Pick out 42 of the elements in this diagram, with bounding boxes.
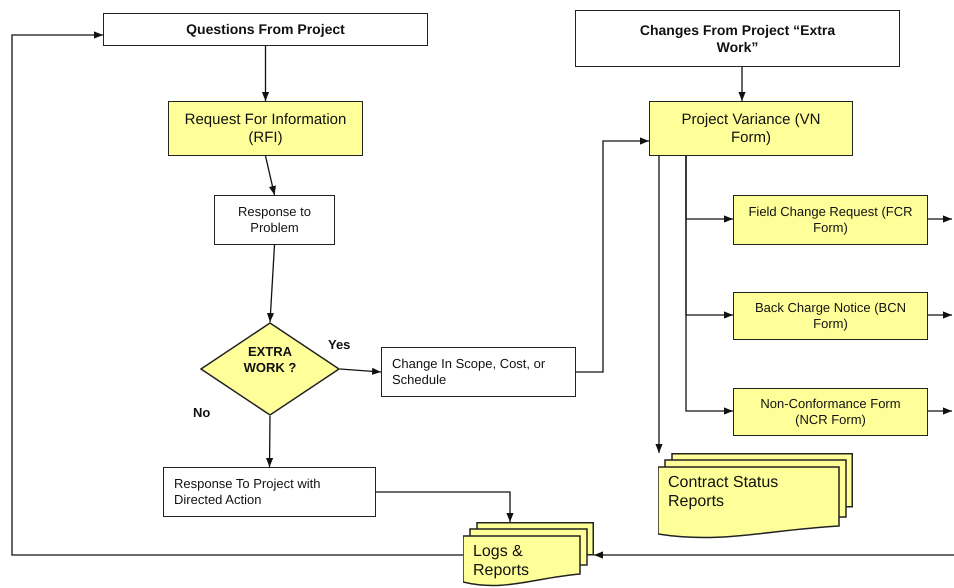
- process-box: [733, 388, 928, 436]
- text-box: [575, 10, 900, 67]
- arrow: [375, 491, 514, 522]
- arrow: [738, 67, 746, 101]
- text-box: [214, 195, 335, 245]
- arrow: [594, 551, 954, 559]
- box-text: Request For Information (RFI): [184, 110, 348, 146]
- edge-label: No: [191, 405, 212, 420]
- box-text: Response to Problem: [237, 204, 312, 236]
- box-text: Response To Project with Directed Action: [174, 476, 322, 508]
- text-box: [381, 347, 576, 397]
- box-text: Back Charge Notice (BCN Form): [754, 300, 907, 332]
- arrow: [928, 311, 952, 319]
- arrow: [262, 46, 270, 101]
- document-text: Contract Status Reports: [668, 473, 780, 512]
- box-text: Changes From Project “Extra Work”: [638, 22, 836, 56]
- process-box: [733, 292, 928, 340]
- document-stack: [658, 453, 853, 540]
- arrow: [266, 244, 276, 322]
- arrow: [340, 368, 382, 375]
- box-text: Questions From Project: [186, 21, 345, 38]
- arrow: [655, 155, 663, 453]
- text-box: [163, 467, 376, 517]
- document-stack: [463, 522, 594, 588]
- arrow: [11, 31, 464, 556]
- process-box: [733, 195, 928, 245]
- arrow: [576, 137, 649, 373]
- arrow: [928, 215, 952, 223]
- decision-text: EXTRA WORK ?: [242, 344, 298, 376]
- box-text: Change In Scope, Cost, or Schedule: [392, 356, 546, 388]
- arrow: [685, 155, 733, 415]
- box-text: Field Change Request (FCR Form): [747, 204, 914, 236]
- edge-label: Yes: [326, 337, 352, 352]
- arrow: [266, 416, 274, 467]
- document-text: Logs & Reports: [473, 542, 530, 580]
- process-box: [649, 101, 853, 156]
- arrow: [928, 407, 952, 415]
- process-box: [168, 101, 363, 156]
- box-text: Non-Conformance Form (NCR Form): [759, 396, 902, 428]
- text-box: [103, 13, 428, 46]
- arrow: [264, 156, 276, 196]
- box-text: Project Variance (VN Form): [680, 110, 822, 146]
